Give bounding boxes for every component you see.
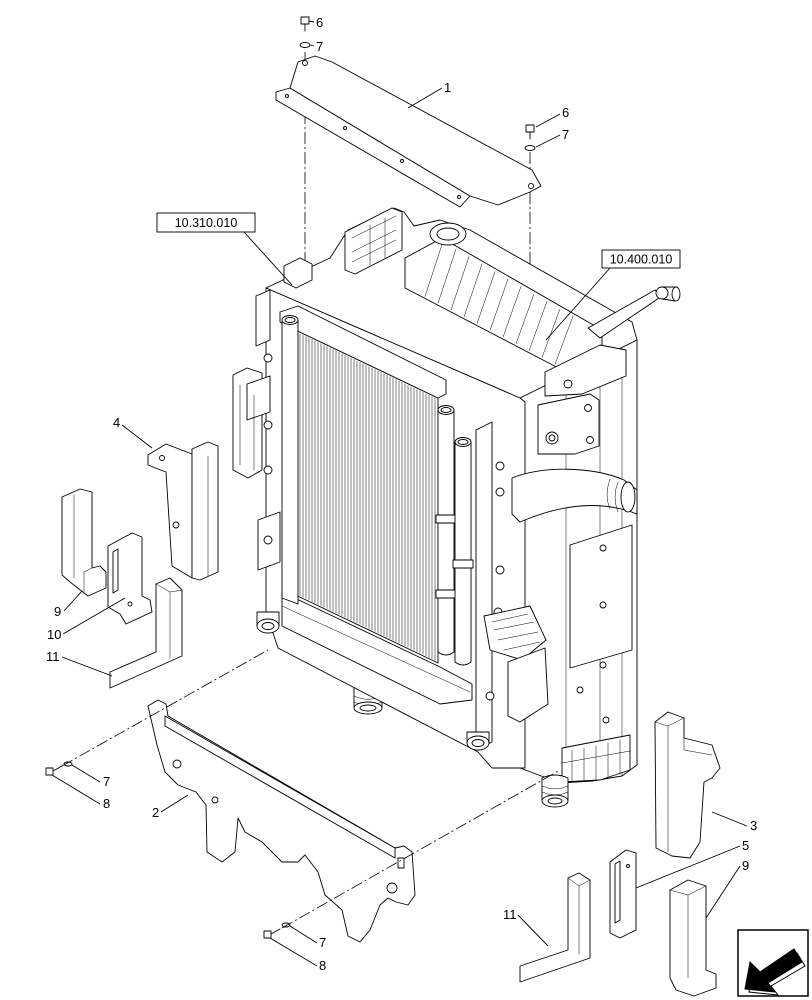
callout-item-6[interactable]: 6 [562, 105, 569, 120]
part-9-right-seal [669, 879, 717, 997]
bottom-outlet-stub-right [541, 774, 569, 808]
radiator-bottom-tank [281, 591, 473, 705]
tank-rib [528, 301, 548, 351]
callout-item-9[interactable]: 9 [742, 858, 749, 873]
part-11-right-seal [519, 872, 591, 983]
outlet-left [256, 611, 280, 634]
tank-rib [476, 271, 496, 324]
callout-item-5[interactable]: 5 [742, 838, 749, 853]
reference-label[interactable]: 10.310.010 [175, 216, 238, 230]
radiator-core-fins [287, 327, 436, 661]
part-9-left-seal [61, 488, 107, 597]
callout-item-7[interactable]: 7 [319, 935, 326, 950]
top-cover-plate [275, 55, 542, 208]
screw-left-lower [45, 765, 63, 776]
tank-rib [450, 256, 470, 311]
mount-bracket [537, 393, 600, 455]
screw-bottom [263, 928, 281, 939]
tank-rib [437, 248, 457, 304]
washer-top-left [299, 42, 311, 48]
charge-air-tank-ribs [424, 241, 574, 365]
tank-rib [489, 278, 509, 331]
washer-left-lower [63, 761, 73, 767]
navigation-arrow-icon [744, 948, 806, 996]
navigation-button[interactable] [737, 929, 809, 997]
callout-item-6[interactable]: 6 [316, 15, 323, 30]
tank-rib [541, 308, 561, 358]
frame-bracket [483, 605, 547, 661]
cooler-tube-2 [452, 437, 474, 666]
tank-rib [424, 241, 444, 297]
assembly-guide-lines [61, 649, 561, 929]
callout-leaders [51, 20, 748, 967]
radiator-top-header [279, 305, 447, 399]
washer-bottom [281, 922, 291, 928]
part-5-right-bracket [609, 849, 637, 939]
side-mount-plate [569, 524, 633, 669]
charge-air-pipe [511, 468, 638, 523]
part-11-left-seal [109, 577, 183, 689]
tank-rib [554, 316, 574, 365]
callout-item-11[interactable]: 11 [46, 649, 60, 664]
callout-item-8[interactable]: 8 [319, 958, 326, 973]
outlet-right [466, 731, 490, 751]
washer-top-right [524, 145, 536, 151]
callout-item-3[interactable]: 3 [750, 818, 757, 833]
support-arm [587, 286, 681, 339]
tank-rib [502, 286, 522, 338]
callout-item-7[interactable]: 7 [103, 774, 110, 789]
part-10-left-bracket [107, 532, 153, 625]
cooler-tube-1 [435, 405, 457, 656]
part-3-right-seal [654, 711, 721, 859]
screw-top-left [300, 16, 310, 32]
reference-label[interactable]: 10.400.010 [610, 253, 673, 267]
callout-item-11[interactable]: 11 [503, 907, 517, 922]
radiator-tube-left [281, 315, 299, 605]
callout-item-4[interactable]: 4 [113, 415, 120, 430]
callout-item-2[interactable]: 2 [152, 805, 159, 820]
reference-link-radiator[interactable]: 10.310.010 [156, 212, 293, 286]
part-4-shroud-seal [147, 441, 219, 581]
part-2-lower-shroud [147, 699, 416, 943]
radiator-assembly [232, 207, 681, 808]
callout-item-10[interactable]: 10 [47, 627, 61, 642]
tank-rib [515, 293, 535, 345]
callout-item-7[interactable]: 7 [562, 127, 569, 142]
callout-item-8[interactable]: 8 [103, 796, 110, 811]
reference-link-cooler[interactable]: 10.400.010 [545, 249, 681, 341]
tank-rib [463, 263, 483, 318]
callout-labels: 6 7 1 6 7 4 9 10 11 2 7 8 3 5 9 11 7 8 [46, 15, 757, 973]
callout-item-7[interactable]: 7 [316, 39, 323, 54]
screw-top-right [525, 124, 535, 140]
callout-item-1[interactable]: 1 [444, 80, 451, 95]
callout-item-9[interactable]: 9 [54, 604, 61, 619]
